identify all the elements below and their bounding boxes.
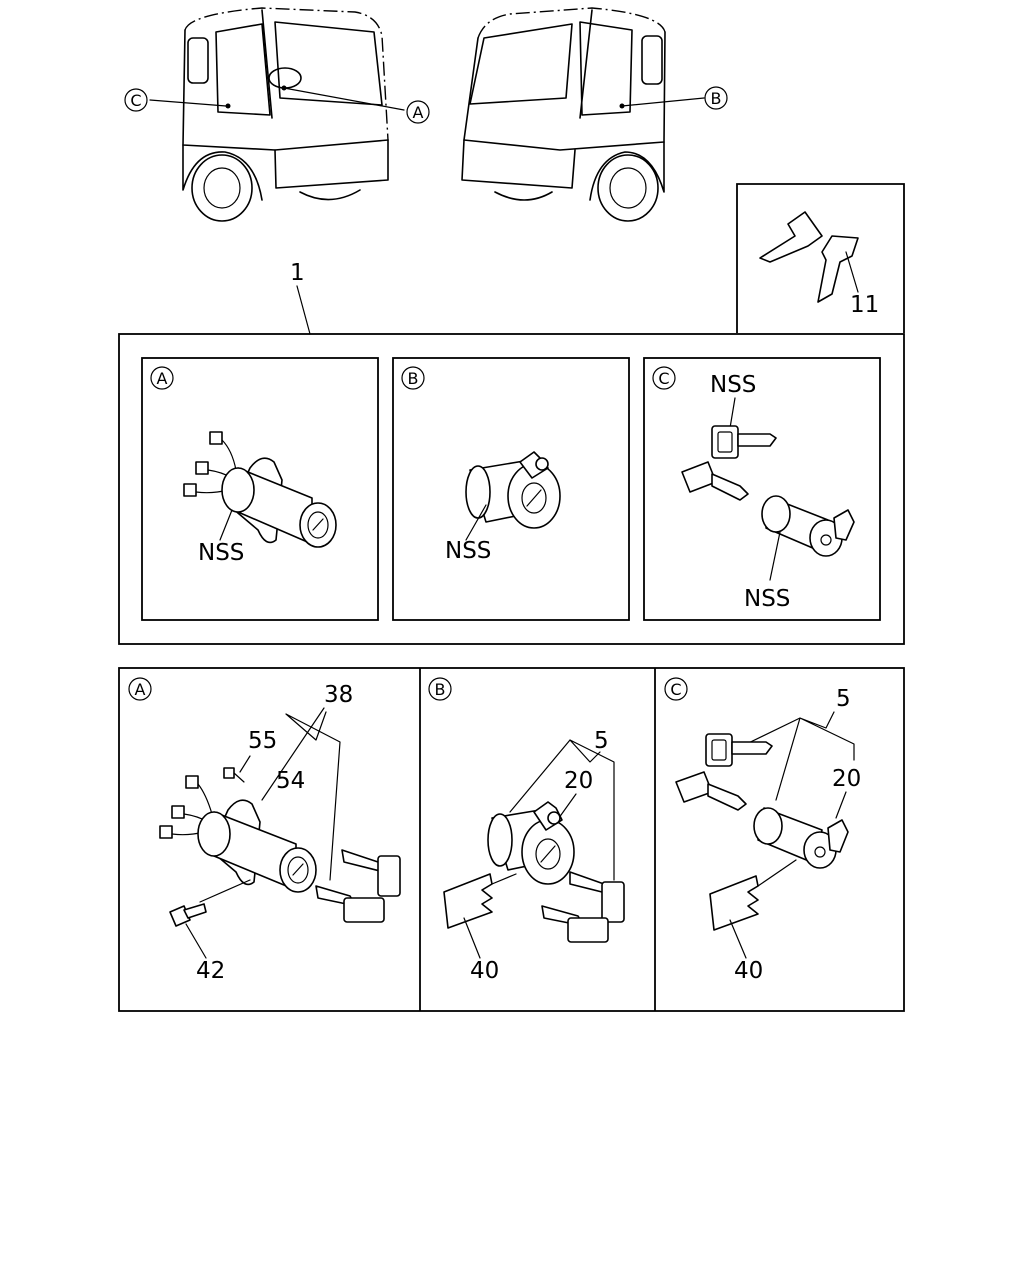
nss-label-b: NSS [445,538,491,564]
callout-label: C [130,91,141,110]
part-number-42: 42 [196,958,225,984]
kit-b-lock-cylinder [465,451,561,529]
key-blank-illustration [759,211,859,303]
part-number-20-c: 20 [832,766,861,792]
lock-cylinder-54 [159,775,317,893]
leader-40-c-to-cylinder [757,859,797,887]
detail-box [118,667,905,1012]
part-number-54: 54 [276,768,305,794]
retainer-40-c [709,875,759,931]
screw-55 [223,767,245,783]
leader-nss-c-keys [729,397,736,429]
callout-c-kit: C [652,366,676,390]
callout-b-top: B [704,86,728,110]
callout-label: C [670,680,681,699]
part-number-40-c: 40 [734,958,763,984]
kit-panel-a [141,357,379,621]
callout-a-detail: A [128,677,152,701]
kit-panel-c [643,357,881,621]
keys-c [675,733,773,811]
part-number-1: 1 [290,260,305,286]
callout-label: C [658,369,669,388]
leader-55 [239,755,251,773]
leader-1 [296,285,311,335]
keys-b [541,871,625,943]
bolt-42 [169,903,207,927]
callout-a-kit: A [150,366,174,390]
part-number-40-b: 40 [470,958,499,984]
bracket-38 [261,707,341,881]
retainer-40-b [443,873,493,929]
leader-nss-c-lock [769,531,781,581]
callout-a-top: A [406,100,430,124]
truck-cab-front-right [461,7,705,222]
keys-38 [315,849,401,923]
callout-label: B [711,89,722,108]
callout-label: A [135,680,146,699]
kit-box-1 [118,333,905,645]
bracket-5-b [509,739,615,881]
lock-location-c-dot [225,103,231,109]
key-blank-box [736,183,905,333]
lock-cylinder-b [487,801,575,885]
lock-cylinder-c [753,807,849,869]
leader-40-b-to-cylinder [491,873,517,885]
leader-40-b [463,917,481,959]
leader-nss-b [465,504,487,541]
part-number-5-b: 5 [594,728,609,754]
part-number-38: 38 [324,682,353,708]
kit-panel-b [392,357,630,621]
nss-label-a: NSS [198,540,244,566]
leader-nss-a [219,509,233,541]
part-number-20-b: 20 [564,768,593,794]
part-number-5-c: 5 [836,686,851,712]
part-number-55: 55 [248,728,277,754]
callout-b-kit: B [401,366,425,390]
part-number-11: 11 [850,292,879,318]
callout-label: B [408,369,419,388]
callout-label: A [413,103,424,122]
leader-11 [845,251,859,293]
leader-20-c [835,791,847,819]
callout-label: A [157,369,168,388]
callout-c-detail: C [664,677,688,701]
callout-c-top: C [124,88,148,112]
kit-a-lock-cylinder [183,431,337,548]
leader-42 [185,923,207,959]
truck-cab-front-left [149,7,405,222]
callout-label: B [435,680,446,699]
kit-c-keys [681,425,777,501]
nss-label-c-lock: NSS [744,586,790,612]
callout-b-detail: B [428,677,452,701]
leader-40-c [729,919,747,959]
bracket-5-c [733,711,855,801]
nss-label-c-keys: NSS [710,372,756,398]
kit-c-lock-cylinder [761,495,855,557]
leader-42-to-cylinder [199,879,251,903]
